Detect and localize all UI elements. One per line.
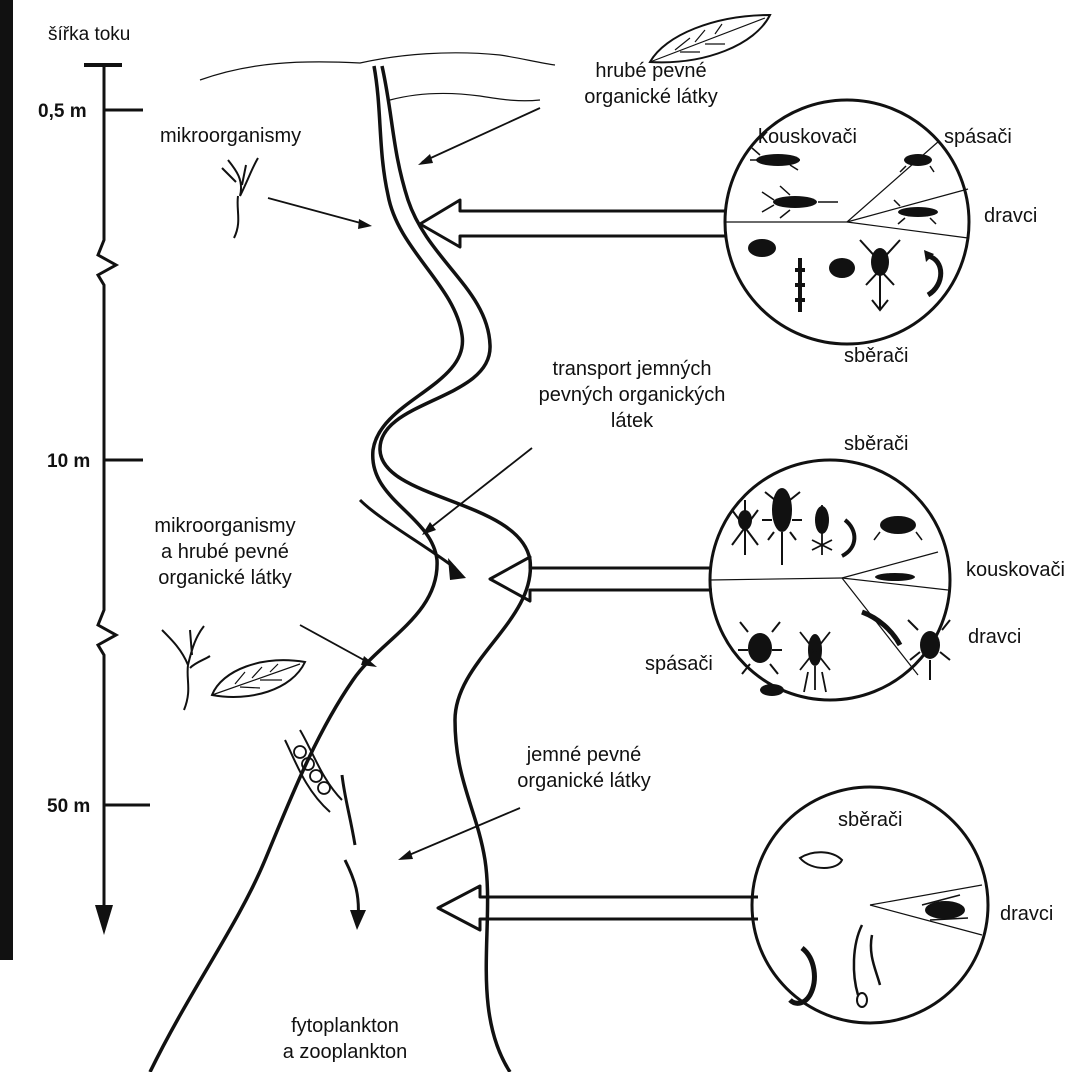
tick-label-0-5m: 0,5 m <box>38 101 87 122</box>
scale-axis <box>98 65 116 905</box>
svg-text:mikroorganismy: mikroorganismy <box>154 515 295 537</box>
hill-line-top <box>200 53 555 80</box>
insect-icons-lower <box>790 852 968 1007</box>
flow-arrow-middle <box>360 500 455 568</box>
sector-label-predators-lower: dravci <box>1000 903 1053 925</box>
hill-line-lower <box>390 93 540 100</box>
label-microorganisms-coarse-organic: mikroorganismy a hrubé pevné organické l… <box>154 515 295 589</box>
sector-label-grazers-upper: spásači <box>944 126 1012 148</box>
svg-text:látek: látek <box>611 410 654 432</box>
svg-text:organické látky: organické látky <box>584 86 717 108</box>
label-fine-organic: jemné pevné organické látky <box>517 744 650 792</box>
flow-arrowhead-lower <box>350 910 366 930</box>
sector-label-collectors-upper: sběrači <box>844 345 908 367</box>
plankton-icon <box>285 730 342 812</box>
svg-text:a zooplankton: a zooplankton <box>283 1041 408 1063</box>
insect-icons-middle <box>732 488 950 696</box>
sector-label-grazers-middle: spásači <box>645 653 713 675</box>
sector-label-shredders-upper: kouskovači <box>758 126 857 148</box>
sector-label-shredders-middle: kouskovači <box>966 559 1065 581</box>
left-border <box>0 0 13 960</box>
label-microorganisms-top: mikroorganismy <box>160 125 301 147</box>
tick-label-50m: 50 m <box>47 796 90 817</box>
svg-text:hrubé pevné: hrubé pevné <box>595 60 706 82</box>
svg-text:fytoplankton: fytoplankton <box>291 1015 399 1037</box>
sector-label-collectors-middle: sběrači <box>844 433 908 455</box>
microorganism-icon-middle <box>162 626 210 710</box>
flow-arrow-lower-1 <box>342 775 355 845</box>
functional-group-circle-upper: kouskovači spásači dravci sběrači <box>725 100 1037 367</box>
label-plankton: fytoplankton a zooplankton <box>283 1015 408 1063</box>
svg-text:pevných organických: pevných organických <box>539 384 726 406</box>
svg-text:organické látky: organické látky <box>158 567 291 589</box>
width-scale: šířka toku 0,5 m 10 m 50 m <box>38 24 150 935</box>
arrow-upper-to-river <box>420 200 725 247</box>
leaf-icon-top <box>650 15 770 62</box>
svg-text:a hrubé pevné: a hrubé pevné <box>161 541 289 563</box>
svg-text:jemné pevné: jemné pevné <box>526 744 642 766</box>
svg-text:transport jemných: transport jemných <box>553 358 712 380</box>
functional-group-circle-lower: sběrači dravci <box>752 787 1053 1023</box>
label-coarse-organic-top: hrubé pevné organické látky <box>584 60 717 108</box>
leaf-icon-middle <box>212 660 305 697</box>
tick-label-10m: 10 m <box>47 451 90 472</box>
label-transport-fine-organic: transport jemných pevných organických lá… <box>539 358 726 432</box>
sector-label-predators-upper: dravci <box>984 205 1037 227</box>
scale-title: šířka toku <box>48 24 130 45</box>
flow-arrowhead-middle <box>448 558 466 580</box>
sector-label-collectors-lower: sběrači <box>838 809 902 831</box>
microorganism-icon-top <box>222 158 258 238</box>
scale-arrowhead <box>95 905 113 935</box>
sector-label-predators-middle: dravci <box>968 626 1021 648</box>
svg-text:organické látky: organické látky <box>517 770 650 792</box>
